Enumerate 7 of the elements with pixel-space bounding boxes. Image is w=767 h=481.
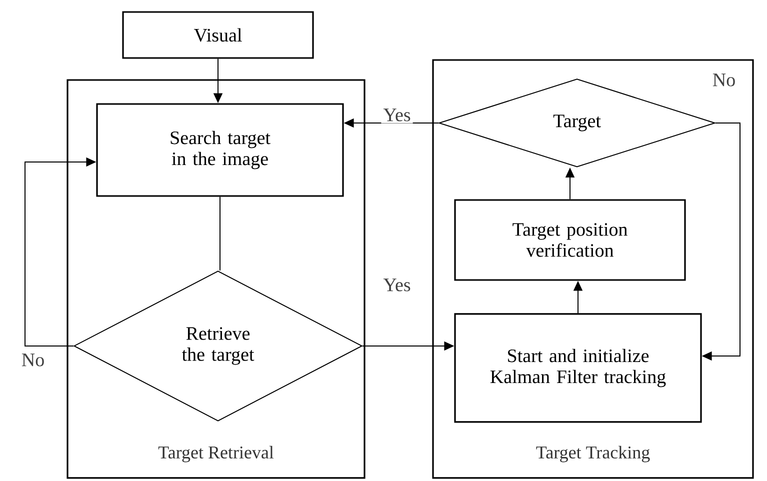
process-box: Start and initialize Kalman Filter tracking — [454, 313, 702, 423]
edge-label: Yes — [381, 276, 413, 294]
process-box: Search target in the image — [96, 103, 344, 197]
process-box: Target position verification — [454, 199, 686, 281]
edge-label: Yes — [381, 106, 413, 124]
start-box: Visual — [122, 11, 314, 59]
edge-label: No — [19, 352, 47, 368]
